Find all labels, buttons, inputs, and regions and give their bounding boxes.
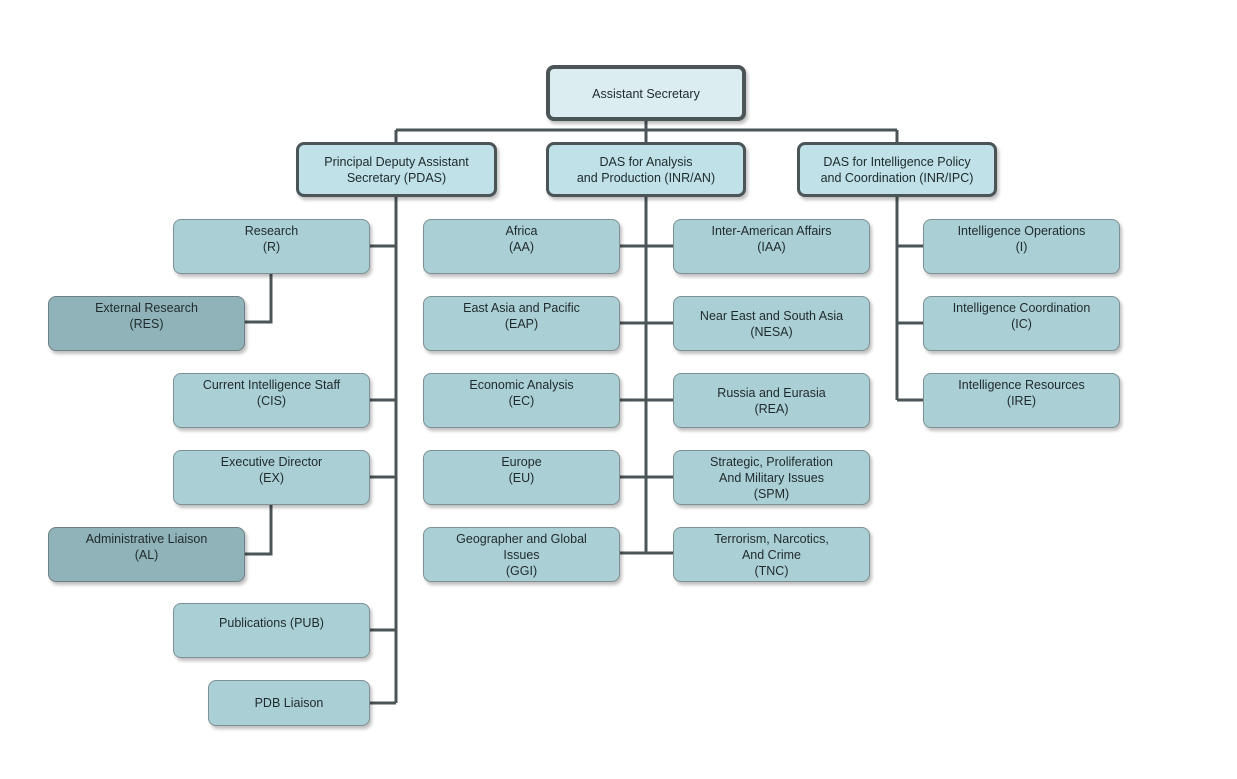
node-terrorism-narcotics-crime: Terrorism, Narcotics, And Crime (TNC) — [673, 527, 870, 582]
node-pdb-liaison: PDB Liaison — [208, 680, 370, 726]
node-strategic-proliferation: Strategic, Proliferation And Military Is… — [673, 450, 870, 505]
node-current-intelligence-staff: Current Intelligence Staff (CIS) — [173, 373, 370, 428]
node-publications: Publications (PUB) — [173, 603, 370, 658]
node-east-asia-pacific: East Asia and Pacific (EAP) — [423, 296, 620, 351]
node-intelligence-coordination: Intelligence Coordination (IC) — [923, 296, 1120, 351]
node-das-analysis-production: DAS for Analysis and Production (INR/AN) — [546, 142, 746, 197]
node-inter-american-affairs: Inter-American Affairs (IAA) — [673, 219, 870, 274]
node-economic-analysis: Economic Analysis (EC) — [423, 373, 620, 428]
node-external-research: External Research (RES) — [48, 296, 245, 351]
node-pdas: Principal Deputy Assistant Secretary (PD… — [296, 142, 497, 197]
node-intelligence-operations: Intelligence Operations (I) — [923, 219, 1120, 274]
node-executive-director: Executive Director (EX) — [173, 450, 370, 505]
node-das-intelligence-policy: DAS for Intelligence Policy and Coordina… — [797, 142, 997, 197]
node-russia-eurasia: Russia and Eurasia (REA) — [673, 373, 870, 428]
node-geographer-global-issues: Geographer and Global Issues (GGI) — [423, 527, 620, 582]
node-administrative-liaison: Administrative Liaison (AL) — [48, 527, 245, 582]
node-assistant-secretary: Assistant Secretary — [546, 65, 746, 121]
node-intelligence-resources: Intelligence Resources (IRE) — [923, 373, 1120, 428]
node-europe: Europe (EU) — [423, 450, 620, 505]
node-near-east-south-asia: Near East and South Asia (NESA) — [673, 296, 870, 351]
node-research: Research (R) — [173, 219, 370, 274]
node-africa: Africa (AA) — [423, 219, 620, 274]
